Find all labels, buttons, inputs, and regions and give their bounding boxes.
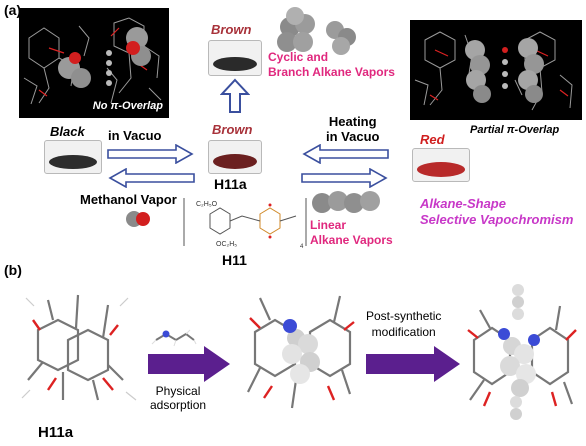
h11-chemical-structure: C₂H₅O OC₂H₅ 4 (183, 198, 307, 250)
right-arrow-in-vacuo (107, 144, 194, 164)
brown-middle-crystals-image (208, 140, 262, 174)
no-overlap-molecule-render (23, 17, 162, 105)
brown-top-crystals-image (208, 40, 262, 76)
structure-repeat-count: 4 (300, 244, 304, 250)
cyclic-branch-alkane-label: Cyclic and Branch Alkane Vapors (268, 50, 395, 79)
post-synthetic-modification-arrow (366, 346, 460, 382)
linear-alkane-molecule-icon (312, 191, 380, 213)
linear-alkane-label: Linear Alkane Vapors (310, 218, 393, 247)
left-arrow-heating (302, 144, 389, 164)
h11a-crystal-structure-render (21, 294, 137, 401)
brown-top-crystal-pile (213, 57, 257, 71)
h11a-label-top: H11a (214, 176, 247, 192)
h11a-label-bottom: H11a (38, 424, 74, 441)
no-overlap-structure-image: No π-Overlap (19, 8, 169, 118)
red-label: Red (420, 132, 445, 147)
red-crystal-pile (417, 162, 465, 177)
brown-middle-crystal-pile (213, 154, 257, 169)
black-crystal-pile (49, 155, 97, 169)
amine-molecule-icon (151, 329, 197, 347)
methanol-molecule-icon (126, 211, 150, 227)
right-arrow-linear-alkane (301, 168, 388, 188)
branched-alkane-molecule-icon (277, 7, 356, 55)
adsorbed-complex-render (247, 295, 355, 409)
black-label: Black (50, 124, 85, 139)
h11-label: H11 (222, 252, 247, 268)
physical-adsorption-label: Physical adsorption (150, 384, 207, 412)
methanol-vapor-label: Methanol Vapor (80, 192, 177, 207)
red-crystals-image (412, 148, 470, 182)
heating-in-vacuo-label: Heating in Vacuo (326, 114, 380, 144)
partial-overlap-molecule-render (414, 31, 573, 111)
panel-a-label: (a) (4, 2, 22, 18)
black-crystals-image (44, 140, 102, 174)
brown-middle-label: Brown (212, 122, 253, 137)
no-overlap-caption: No π-Overlap (92, 100, 163, 112)
structure-top-substituent: C₂H₅O (196, 201, 218, 208)
panel-b-label: (b) (4, 262, 22, 278)
in-vacuo-label-left: in Vacuo (108, 128, 162, 143)
partial-overlap-structure-image (410, 20, 582, 120)
modified-complex-render (467, 284, 577, 420)
alkane-shape-headline: Alkane-Shape Selective Vapochromism (420, 196, 574, 227)
left-arrow-methanol (108, 168, 195, 188)
brown-top-label: Brown (211, 22, 252, 37)
physical-adsorption-arrow (148, 346, 230, 382)
structure-bottom-substituent: OC₂H₅ (216, 241, 237, 248)
partial-overlap-caption: Partial π-Overlap (470, 124, 560, 136)
post-synthetic-modification-label: Post-synthetic modification (366, 309, 442, 339)
up-arrow (220, 78, 250, 113)
